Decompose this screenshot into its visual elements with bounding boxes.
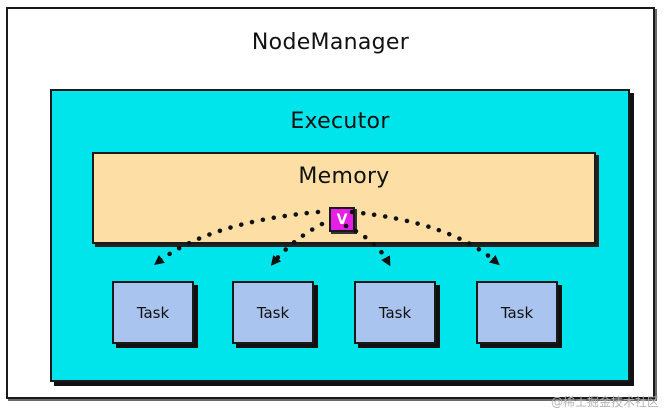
watermark-text: @稀土掘金技术社区 bbox=[550, 395, 659, 409]
executor-label: Executor bbox=[290, 109, 390, 134]
memory-label: Memory bbox=[298, 164, 390, 189]
variable-box: V bbox=[329, 207, 355, 232]
node-manager-box: NodeManager Executor Memory V Task Task … bbox=[6, 7, 655, 399]
task-box-2: Task bbox=[232, 281, 314, 344]
executor-box: Executor Memory V Task Task Task Task bbox=[50, 89, 630, 382]
task-box-3: Task bbox=[354, 281, 436, 344]
node-manager-label: NodeManager bbox=[251, 30, 410, 55]
task-box-1: Task bbox=[112, 281, 194, 344]
memory-box: Memory V bbox=[92, 152, 596, 244]
task-box-4: Task bbox=[476, 281, 558, 344]
